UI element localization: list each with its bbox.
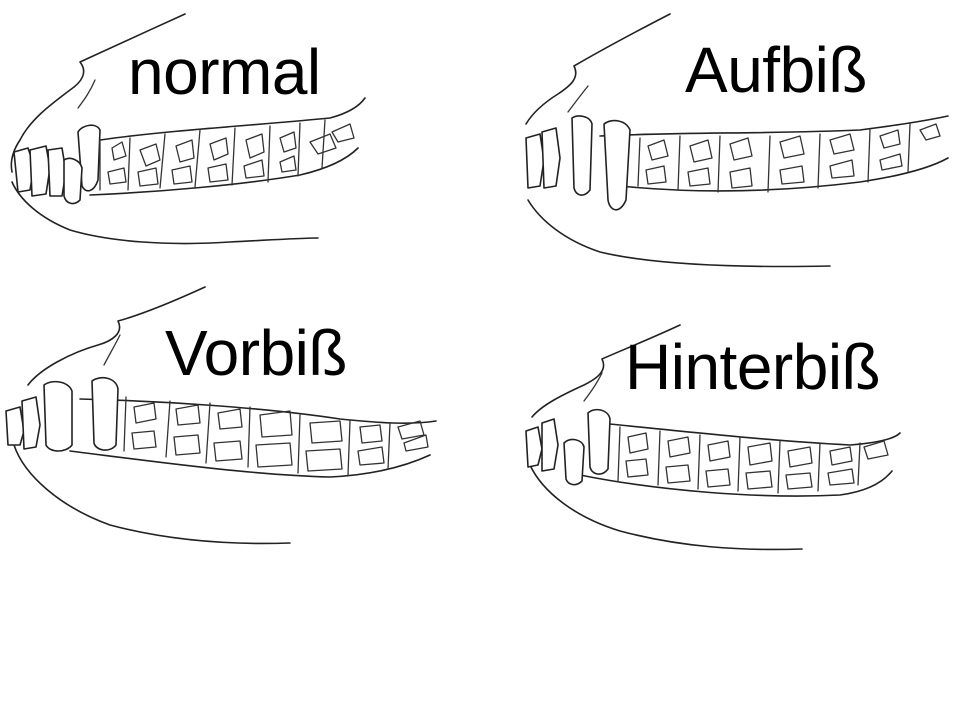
jaw-panel-vorbiss: Vorbiß	[0, 285, 480, 555]
bite-label-vorbiss: Vorbiß	[165, 317, 347, 389]
bite-label-hinterbiss: Hinterbiß	[625, 331, 881, 403]
jaw-illustration-normal	[10, 13, 366, 245]
jaw-panel-hinterbiss: Hinterbiß	[480, 285, 960, 555]
jaw-illustration-hinterbiss	[525, 324, 901, 551]
bite-label-normal: normal	[128, 36, 321, 108]
jaw-illustration-vorbiss	[5, 286, 437, 545]
jaw-illustration-aufbiss	[525, 13, 949, 268]
jaw-panel-normal: normal	[0, 0, 480, 290]
jaw-panel-aufbiss: Aufbiß	[480, 0, 960, 290]
bite-label-aufbiss: Aufbiß	[685, 34, 867, 106]
